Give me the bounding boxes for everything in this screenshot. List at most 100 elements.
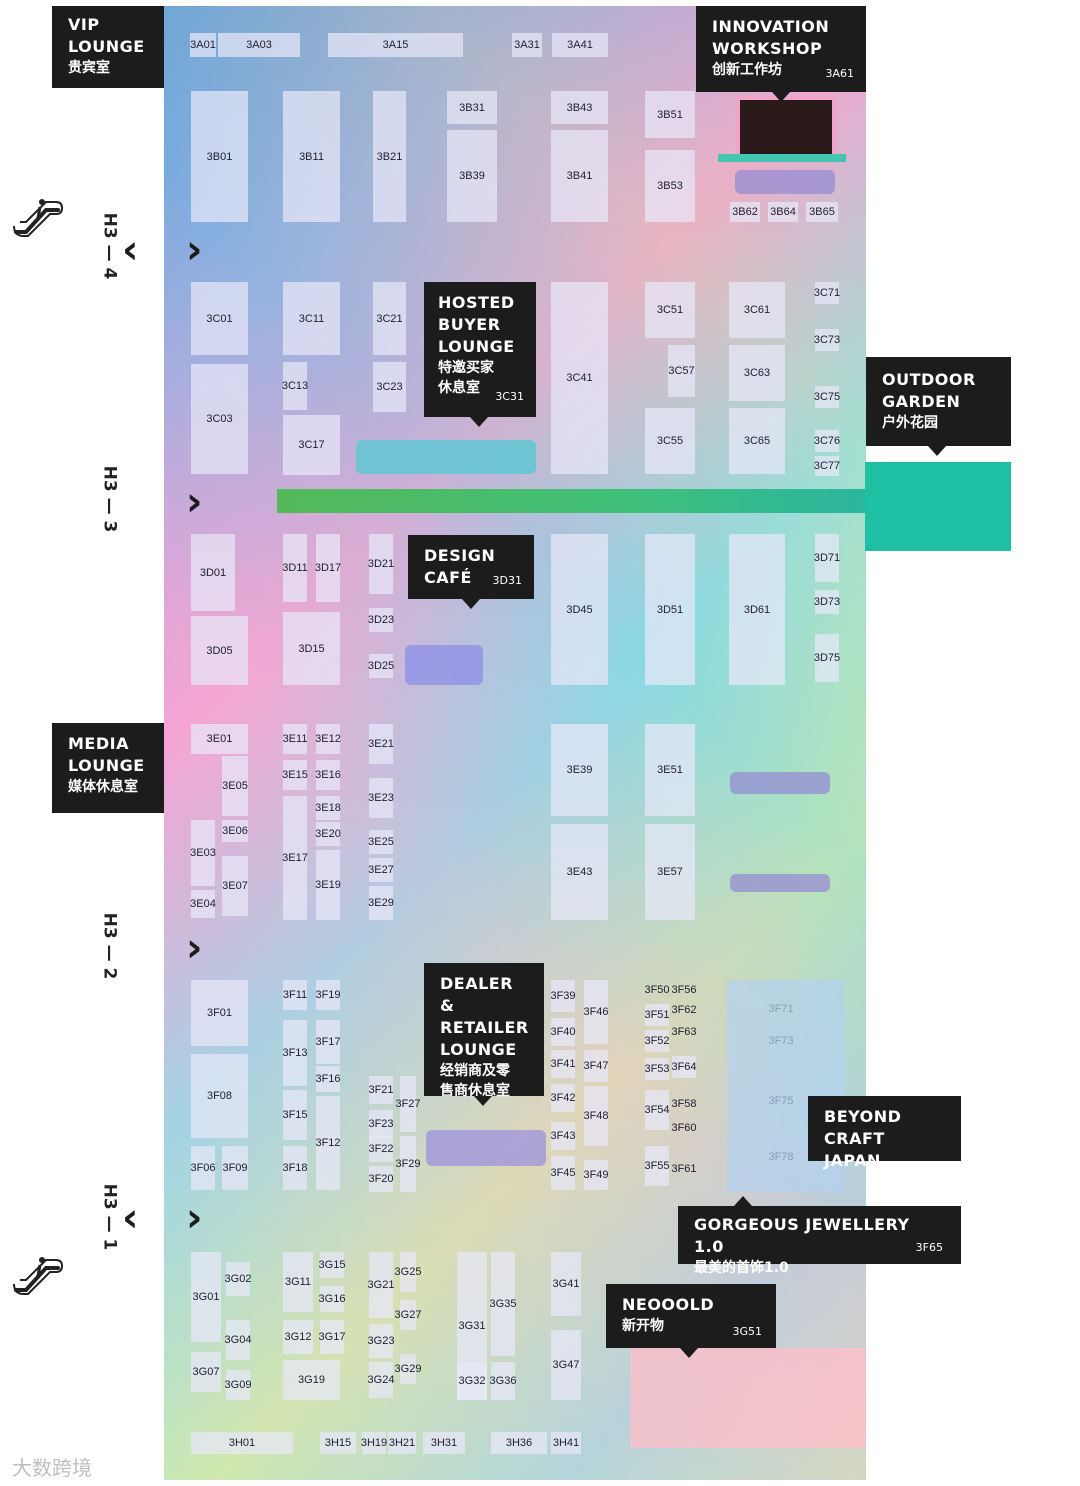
booth[interactable] [645,1030,669,1052]
booth[interactable] [668,345,695,397]
booth[interactable] [191,1432,293,1454]
booth[interactable] [316,534,340,602]
booth[interactable] [645,1004,669,1026]
booth[interactable] [584,1160,608,1190]
booth[interactable] [316,1020,340,1064]
booth[interactable] [226,1320,250,1360]
booth[interactable] [218,33,300,57]
booth[interactable] [316,760,340,790]
booth[interactable] [283,282,340,355]
booth[interactable] [369,1324,393,1358]
booth[interactable] [191,534,235,611]
booth[interactable] [369,608,393,632]
booth[interactable] [815,634,839,682]
booth[interactable] [672,1056,696,1078]
booth[interactable] [190,33,216,57]
booth[interactable] [191,616,248,685]
booth[interactable] [551,130,608,222]
booth[interactable] [551,1252,581,1316]
booth[interactable] [388,1432,416,1454]
booth[interactable] [369,1362,393,1398]
booth[interactable] [362,1432,386,1454]
booth[interactable] [283,1020,307,1086]
booth[interactable] [226,1370,250,1400]
booth[interactable] [222,856,248,916]
dealer-retailer-lounge-sign[interactable]: DEALER & RETAILER LOUNGE 经销商及零 售商休息室 [424,963,544,1106]
booth[interactable] [551,1084,575,1112]
booth[interactable] [512,33,542,57]
booth[interactable] [645,724,695,816]
gorgeous-jewellery-sign[interactable]: GORGEOUS JEWELLERY 1.0 最美的首饰1.0 3F65 [678,1196,961,1276]
booth[interactable] [551,282,608,474]
booth[interactable] [373,91,406,222]
booth[interactable] [283,1360,340,1400]
hosted-buyer-lounge-sign[interactable]: HOSTED BUYER LOUNGE 特邀买家 休息室 3C31 [424,282,536,427]
booth[interactable] [328,33,463,57]
booth[interactable] [400,1252,416,1292]
booth[interactable] [551,1330,581,1400]
booth[interactable] [447,91,497,124]
booth[interactable] [316,724,340,754]
chevron-left-icon[interactable]: ‹ [122,1195,139,1241]
booth[interactable] [191,890,215,918]
booth[interactable] [191,724,248,754]
booth[interactable] [369,886,393,920]
booth[interactable] [373,362,406,412]
booth[interactable] [423,1432,465,1454]
booth[interactable] [369,1136,393,1162]
design-cafe-sign[interactable]: DESIGN CAFÉ 3D31 [408,535,534,609]
chevron-right-icon[interactable]: › [186,479,203,525]
booth[interactable] [584,980,608,1044]
chevron-left-icon[interactable]: ‹ [122,227,139,273]
booth[interactable] [551,724,608,816]
booth[interactable] [806,202,838,222]
booth[interactable] [191,364,248,474]
booth[interactable] [645,824,695,920]
booth[interactable] [729,534,785,685]
booth[interactable] [191,980,248,1046]
booth[interactable] [316,1066,340,1092]
booth[interactable] [729,408,785,474]
booth[interactable] [283,724,307,754]
booth[interactable] [491,1252,515,1356]
booth[interactable] [316,796,340,820]
beyond-craft-japan-sign[interactable]: BEYOND CRAFT JAPAN [808,1096,961,1170]
booth[interactable] [283,534,307,602]
booth[interactable] [373,282,406,355]
booth[interactable] [283,1090,307,1140]
booth[interactable] [283,1252,313,1312]
booth[interactable] [369,1252,393,1318]
booth[interactable] [584,1086,608,1146]
booth[interactable] [369,534,393,594]
booth[interactable] [400,1300,416,1330]
booth[interactable] [283,612,340,685]
booth[interactable] [551,1018,575,1046]
neooold-sign[interactable]: NEOOOLD 新开物 3G51 [606,1284,776,1358]
booth[interactable] [447,130,497,222]
booth[interactable] [226,1262,250,1296]
booth[interactable] [320,1286,344,1312]
booth[interactable] [191,1352,221,1392]
booth[interactable] [645,150,695,222]
booth[interactable] [369,1166,393,1192]
chevron-right-icon[interactable]: › [186,1195,203,1241]
booth[interactable] [191,91,248,222]
booth[interactable] [551,91,608,124]
booth[interactable] [815,534,839,582]
outdoor-garden-area[interactable] [865,462,1011,551]
booth[interactable] [283,415,340,475]
innovation-workshop-sign[interactable]: INNOVATION WORKSHOP 创新工作坊 3A61 [696,6,866,102]
booth[interactable] [815,329,839,351]
media-lounge-sign[interactable]: MEDIA LOUNGE 媒体休息室 [52,723,164,813]
booth[interactable] [191,1054,248,1138]
booth[interactable] [369,724,393,764]
booth[interactable] [316,1096,340,1190]
booth[interactable] [551,1156,575,1190]
booth[interactable] [729,345,785,401]
booth[interactable] [768,202,798,222]
booth[interactable] [369,830,393,854]
booth[interactable] [222,756,248,816]
booth[interactable] [369,858,393,882]
booth[interactable] [400,1354,416,1384]
booth[interactable] [551,1432,581,1454]
